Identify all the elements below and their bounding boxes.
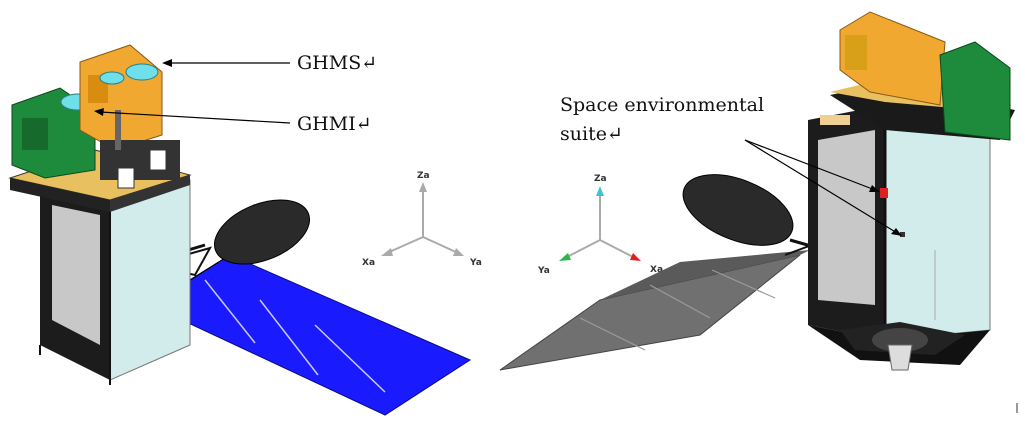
left-axes-triad: Za Xa Ya bbox=[362, 171, 482, 268]
edge-mark bbox=[1016, 403, 1018, 413]
left-axis-z-label: Za bbox=[417, 171, 430, 181]
left-ghmi-instrument bbox=[11, 87, 96, 179]
left-axis-x-label: Xa bbox=[362, 258, 375, 268]
right-axis-x-label: Xa bbox=[650, 265, 663, 275]
label-ghms: GHMS↵ bbox=[297, 52, 377, 74]
left-satellite bbox=[8, 44, 472, 416]
label-ghmi: GHMI↵ bbox=[297, 113, 372, 135]
right-axes-triad: Za Ya Xa bbox=[537, 174, 663, 276]
right-satellite bbox=[499, 11, 1015, 371]
left-solar-array bbox=[148, 254, 472, 416]
right-solar-array bbox=[499, 250, 810, 371]
left-annotations: GHMS↵ GHMI↵ bbox=[94, 52, 377, 135]
left-deck-equipment bbox=[100, 110, 180, 189]
right-annotations: Space environmental suite↵ bbox=[560, 94, 902, 236]
space-env-sensor-upper bbox=[880, 188, 888, 198]
left-satellite-bus bbox=[39, 179, 191, 385]
left-axis-y-label: Ya bbox=[469, 258, 482, 268]
right-instruments bbox=[839, 11, 1011, 141]
left-ghms-instrument bbox=[79, 44, 163, 151]
right-satellite-bus bbox=[808, 104, 991, 341]
label-suite: suite↵ bbox=[560, 123, 623, 145]
right-bottom-deck bbox=[808, 322, 990, 371]
space-env-sensor-lower bbox=[900, 232, 905, 237]
label-space-environmental: Space environmental bbox=[560, 94, 764, 116]
right-axis-y-label: Ya bbox=[537, 266, 550, 276]
right-axis-z-label: Za bbox=[594, 174, 607, 184]
